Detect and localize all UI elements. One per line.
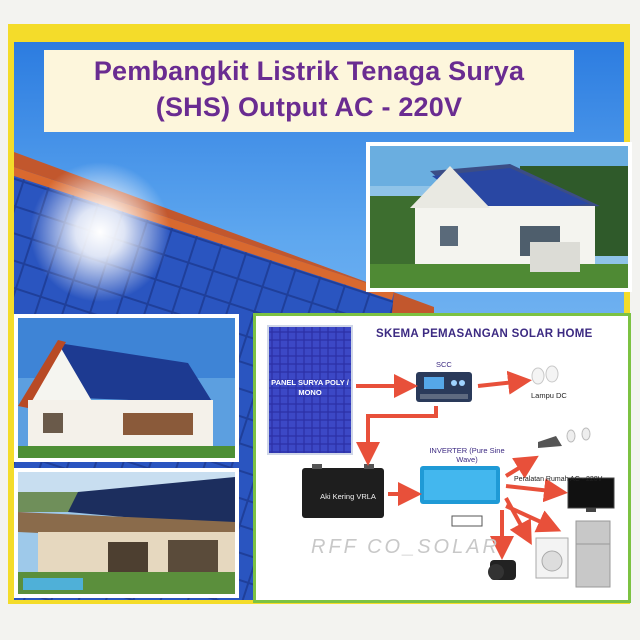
iron-icon [538,436,562,448]
diagram-heading: SKEMA PEMASANGAN SOLAR HOME [376,328,593,340]
ac-bulb-icon [566,429,576,443]
water-pump-icon [488,560,516,580]
title-line-1: Pembangkit Listrik Tenaga Surya [93,56,525,86]
title-banner: Pembangkit Listrik Tenaga Surya (SHS) Ou… [44,50,574,132]
title-line-2: (SHS) Output AC - 220V [155,92,463,122]
scc-label: SCC [436,360,452,369]
house-photo-top-right [366,142,632,292]
inverter-label: INVERTER (Pure Sine Wave) [429,446,505,464]
watermark: RFF CO_SOLAR [311,536,500,558]
installation-diagram: SKEMA PEMASANGAN SOLAR HOME PANEL SURYA … [253,313,631,603]
flow-arrows [356,370,568,560]
solar-panel-label: PANEL SURYA POLY / MONO [271,378,349,397]
house-photo-bottom-left [14,468,239,598]
refrigerator-icon [575,520,611,588]
house-photo-middle-left [14,314,239,462]
diagram-graphics [267,325,615,588]
dc-lamp-icon [531,365,559,385]
appliance-label: Peralatan Rumah AC - 220V [514,476,603,483]
dc-lamp-label: Lampu DC [531,391,567,400]
solar-panel [267,325,353,455]
battery-label: Aki Kering VRLA [320,492,376,501]
battery-icon [302,468,384,518]
tv-icon [567,477,615,509]
sun-glare [30,162,170,302]
